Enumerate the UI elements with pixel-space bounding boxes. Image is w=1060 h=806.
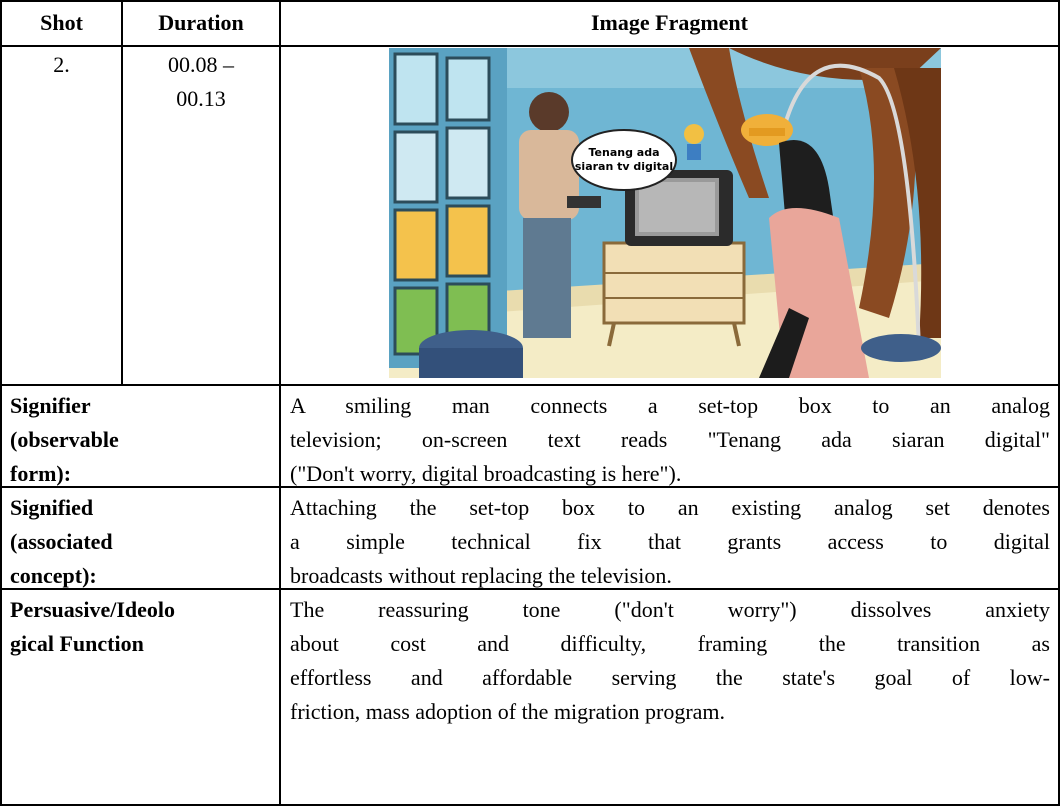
- function-text: The reassuring tone ("don't worry") diss…: [290, 597, 1050, 724]
- header-duration: Duration: [158, 10, 244, 35]
- duration-start: 00.08 –: [168, 52, 234, 77]
- speech-bubble-text-2: siaran tv digital: [575, 160, 673, 173]
- signifier-text: A smiling man connects a set-top box to …: [290, 393, 1050, 486]
- header-image-fragment: Image Fragment: [590, 10, 748, 35]
- header-divider: [0, 45, 1060, 47]
- speech-bubble-text-1: Tenang ada: [588, 146, 659, 159]
- row3-divider: [0, 588, 1060, 590]
- signified-label: Signified (associated concept):: [10, 495, 113, 588]
- col-duration-divider: [279, 0, 281, 806]
- table-border-top: [0, 0, 1060, 2]
- row1-divider: [0, 384, 1060, 386]
- duration-end: 00.13: [176, 86, 226, 111]
- signifier-label: Signifier (observable form):: [10, 393, 119, 486]
- row2-divider: [0, 486, 1060, 488]
- header-shot: Shot: [40, 10, 83, 35]
- table-border-bottom: [0, 804, 1060, 806]
- image-fragment: Tenang ada siaran tv digital: [389, 48, 941, 378]
- signified-text: Attaching the set-top box to an existing…: [290, 495, 1050, 588]
- shot-number: 2.: [53, 52, 70, 77]
- table-border-left: [0, 0, 2, 806]
- function-label: Persuasive/Ideolo gical Function: [10, 597, 175, 656]
- col-shot-divider: [121, 0, 123, 386]
- table-border-right: [1058, 0, 1060, 806]
